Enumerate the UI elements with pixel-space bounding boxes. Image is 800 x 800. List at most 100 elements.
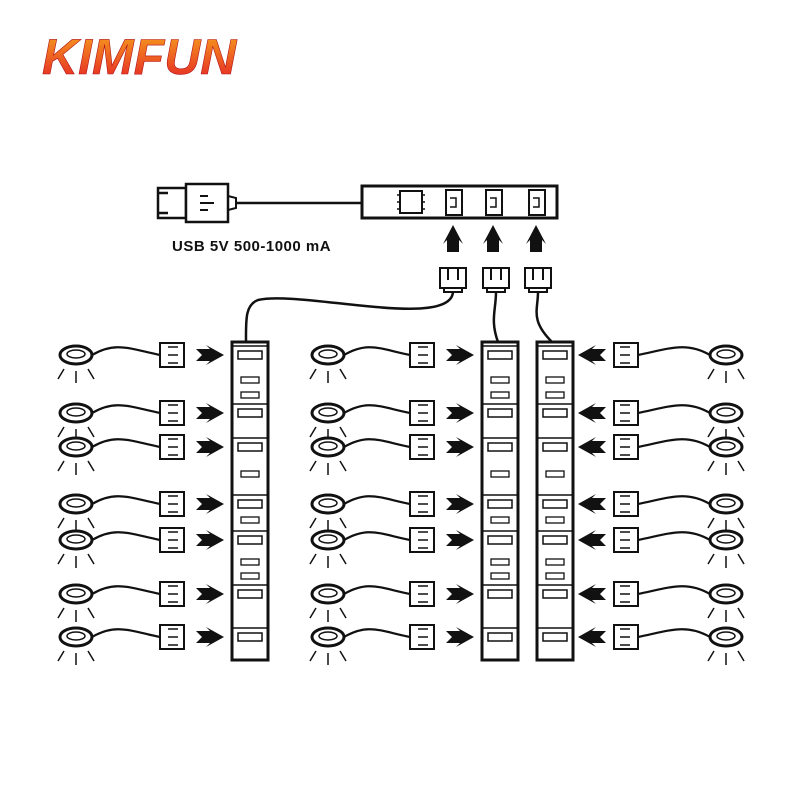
- connector-pins: [620, 346, 630, 364]
- puck-lens: [66, 498, 86, 508]
- light-cable: [343, 404, 411, 415]
- connector-pins: [620, 585, 630, 603]
- light-unit: [57, 581, 224, 622]
- light-unit: [57, 342, 224, 383]
- light-rays: [707, 460, 745, 475]
- puck-light-icon: [310, 402, 346, 424]
- connector-pins: [418, 495, 428, 513]
- light-cable: [91, 404, 161, 415]
- light-cable: [343, 495, 411, 506]
- puck-light-icon: [310, 583, 346, 605]
- strip-chip: [240, 516, 260, 524]
- light-unit: [578, 624, 745, 665]
- led-strip: [535, 340, 575, 662]
- light-unit: [309, 624, 474, 665]
- light-cable: [91, 585, 161, 596]
- strip-pad: [237, 632, 263, 642]
- arrow-right-icon: [446, 403, 474, 423]
- strip-pad: [542, 499, 568, 509]
- light-rays: [309, 607, 347, 622]
- puck-light-icon: [58, 436, 94, 458]
- puck-light-icon: [708, 436, 744, 458]
- light-unit: [57, 491, 224, 532]
- arrow-right-icon: [446, 345, 474, 365]
- puck-lens: [66, 407, 86, 417]
- light-cable: [91, 628, 161, 639]
- light-unit: [57, 400, 224, 441]
- light-unit: [578, 581, 745, 622]
- puck-light-icon: [708, 402, 744, 424]
- strip-pad: [542, 442, 568, 452]
- puck-light-icon: [708, 344, 744, 366]
- connector-pins: [168, 404, 178, 422]
- puck-lens: [716, 498, 736, 508]
- connector-pins: [620, 628, 630, 646]
- strip-pad: [487, 408, 513, 418]
- puck-light-icon: [58, 583, 94, 605]
- strip-pad: [542, 589, 568, 599]
- arrow-left-icon: [578, 403, 606, 423]
- puck-lens: [318, 441, 338, 451]
- strip-chip: [240, 470, 260, 478]
- light-rays: [309, 460, 347, 475]
- light-unit: [578, 527, 745, 568]
- led-strips: [230, 340, 575, 662]
- connector-pins: [620, 404, 630, 422]
- connector-pins: [168, 585, 178, 603]
- puck-light-icon: [58, 626, 94, 648]
- light-unit: [309, 581, 474, 622]
- puck-lens: [716, 441, 736, 451]
- arrow-right-icon: [196, 494, 224, 514]
- light-cable: [637, 531, 711, 542]
- light-cable: [343, 531, 411, 542]
- light-unit: [57, 434, 224, 475]
- strip-feed-cables: [244, 291, 553, 343]
- light-cable: [343, 585, 411, 596]
- light-cable: [343, 628, 411, 639]
- puck-light-icon: [310, 344, 346, 366]
- light-unit: [57, 624, 224, 665]
- strip-pad: [542, 408, 568, 418]
- strip-pad: [487, 350, 513, 360]
- puck-lens: [318, 498, 338, 508]
- puck-light-icon: [708, 493, 744, 515]
- light-unit: [578, 491, 745, 532]
- strip-chip: [490, 376, 510, 384]
- strip-pad: [487, 535, 513, 545]
- puck-light-icon: [708, 529, 744, 551]
- connector-pins: [418, 346, 428, 364]
- strip-pad: [237, 535, 263, 545]
- strip-chip: [545, 376, 565, 384]
- light-unit: [578, 400, 745, 441]
- puck-light-icon: [58, 402, 94, 424]
- arrow-right-icon: [446, 584, 474, 604]
- light-rays: [707, 650, 745, 665]
- puck-light-icon: [708, 583, 744, 605]
- arrow-right-icon: [446, 627, 474, 647]
- puck-lens: [66, 349, 86, 359]
- strip-chip: [240, 376, 260, 384]
- led-strip: [230, 340, 270, 662]
- light-rays: [707, 368, 745, 383]
- hub-connectors: [439, 267, 552, 293]
- connector-pins: [168, 495, 178, 513]
- light-rays: [57, 368, 95, 383]
- strip-pad: [487, 442, 513, 452]
- arrow-left-icon: [578, 494, 606, 514]
- distribution-hub: [360, 184, 559, 220]
- puck-light-icon: [58, 493, 94, 515]
- strip-chip: [490, 391, 510, 399]
- strip-chip: [490, 558, 510, 566]
- light-unit: [309, 527, 474, 568]
- strip-pad: [487, 499, 513, 509]
- connector-pins: [168, 438, 178, 456]
- light-rays: [309, 368, 347, 383]
- strip-pad: [487, 589, 513, 599]
- arrow-right-icon: [196, 627, 224, 647]
- usb-power-label: USB 5V 500-1000 mA: [172, 238, 332, 255]
- puck-lens: [716, 588, 736, 598]
- strip-chip: [240, 572, 260, 580]
- light-rays: [57, 460, 95, 475]
